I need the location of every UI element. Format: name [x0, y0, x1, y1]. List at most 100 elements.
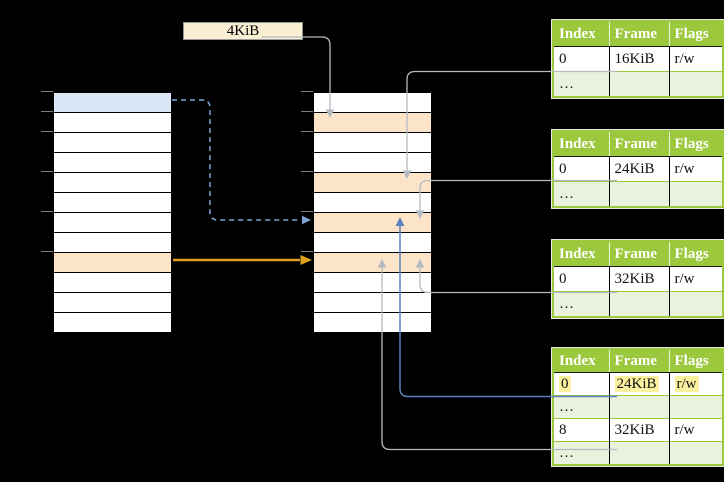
left-column-tick-mark [41, 111, 53, 112]
column-header-flags: Flags [668, 21, 723, 47]
middle-column-tick-mark [301, 131, 313, 132]
physical-memory-row-4 [314, 173, 431, 193]
virtual-address-space-row-11 [54, 313, 171, 332]
middle-column-tick-mark [301, 111, 313, 112]
middle-column-tick-mark [301, 251, 313, 252]
table-cell: … [553, 395, 609, 419]
virtual-address-space-row-1 [54, 113, 171, 133]
column-header-index: Index [553, 241, 609, 267]
physical-memory-row-1 [314, 113, 431, 133]
left-column-tick-mark [41, 251, 53, 252]
table-row: … [553, 181, 723, 207]
left-column-tick-mark [41, 91, 53, 92]
table-cell: 0 [553, 372, 609, 396]
virtual-address-space-row-10 [54, 293, 171, 313]
physical-memory-row-6 [314, 213, 431, 233]
virtual-address-space-row-3 [54, 153, 171, 173]
virtual-address-space-row-7 [54, 233, 171, 253]
table-cell: 24KiB [608, 372, 669, 396]
table-cell: … [553, 181, 609, 207]
left-column-tick-mark [41, 171, 53, 172]
table-cell: 24KiB [608, 156, 669, 182]
physical-memory-column [313, 92, 432, 333]
table-cell: … [553, 291, 609, 317]
highlighted-value: 0 [559, 375, 571, 392]
column-header-frame: Frame [608, 241, 669, 267]
table-row: … [553, 291, 723, 317]
table-row: … [553, 395, 723, 419]
highlighted-value: 24KiB [614, 375, 659, 392]
table-cell [608, 71, 669, 97]
table-cell [668, 395, 723, 419]
left-column-tick-mark [41, 131, 53, 132]
table-cell: … [553, 71, 609, 97]
physical-memory-row-7 [314, 233, 431, 253]
physical-memory-row-5 [314, 193, 431, 213]
table-cell [668, 291, 723, 317]
left-column-tick-mark [41, 211, 53, 212]
virtual-address-space-row-0 [54, 93, 171, 113]
table-cell [608, 181, 669, 207]
physical-memory-row-3 [314, 153, 431, 173]
table-cell [608, 395, 669, 419]
middle-column-tick-mark [301, 91, 313, 92]
column-header-flags: Flags [668, 131, 723, 157]
highlighted-value: r/w [674, 375, 699, 392]
physical-memory-row-9 [314, 273, 431, 293]
table-cell: r/w [668, 46, 723, 72]
table-row: … [553, 441, 723, 465]
middle-column-tick-mark [301, 211, 313, 212]
table-cell [608, 291, 669, 317]
physical-memory-row-10 [314, 293, 431, 313]
virtual-page-orange-arrow [173, 255, 312, 265]
table-cell: 0 [553, 156, 609, 182]
table-cell: 0 [553, 266, 609, 292]
column-header-index: Index [553, 131, 609, 157]
table-cell: 8 [553, 418, 609, 442]
table-cell: r/w [668, 266, 723, 292]
table-cell: r/w [668, 156, 723, 182]
middle-column-tick-mark [301, 171, 313, 172]
table-cell: 32KiB [608, 418, 669, 442]
column-header-flags: Flags [668, 349, 723, 373]
virtual-address-space-row-5 [54, 193, 171, 213]
table-cell: 16KiB [608, 46, 669, 72]
virtual-address-space-column [53, 92, 172, 333]
virtual-address-space-row-4 [54, 173, 171, 193]
table-cell: r/w [668, 418, 723, 442]
virtual-address-space-row-2 [54, 133, 171, 153]
table-cell: 32KiB [608, 266, 669, 292]
virtual-address-space-row-6 [54, 213, 171, 233]
table-cell [668, 181, 723, 207]
virtual-page-dashed-arrow [172, 99, 311, 225]
virtual-address-space-row-9 [54, 273, 171, 293]
page-size-label: 4KiB [183, 22, 303, 40]
physical-memory-row-2 [314, 133, 431, 153]
column-header-frame: Frame [608, 349, 669, 373]
column-header-index: Index [553, 349, 609, 373]
column-header-index: Index [553, 21, 609, 47]
table-cell [668, 441, 723, 465]
physical-memory-row-0 [314, 93, 431, 113]
physical-memory-row-11 [314, 313, 431, 332]
column-header-frame: Frame [608, 131, 669, 157]
table-cell [608, 441, 669, 465]
table-row: 0 24KiB r/w [553, 372, 723, 396]
virtual-address-space-row-8 [54, 253, 171, 273]
table-row: … [553, 71, 723, 97]
table-cell: 0 [553, 46, 609, 72]
column-header-frame: Frame [608, 21, 669, 47]
column-header-flags: Flags [668, 241, 723, 267]
table-cell: … [553, 441, 609, 465]
table-cell: r/w [668, 372, 723, 396]
table-cell [668, 71, 723, 97]
